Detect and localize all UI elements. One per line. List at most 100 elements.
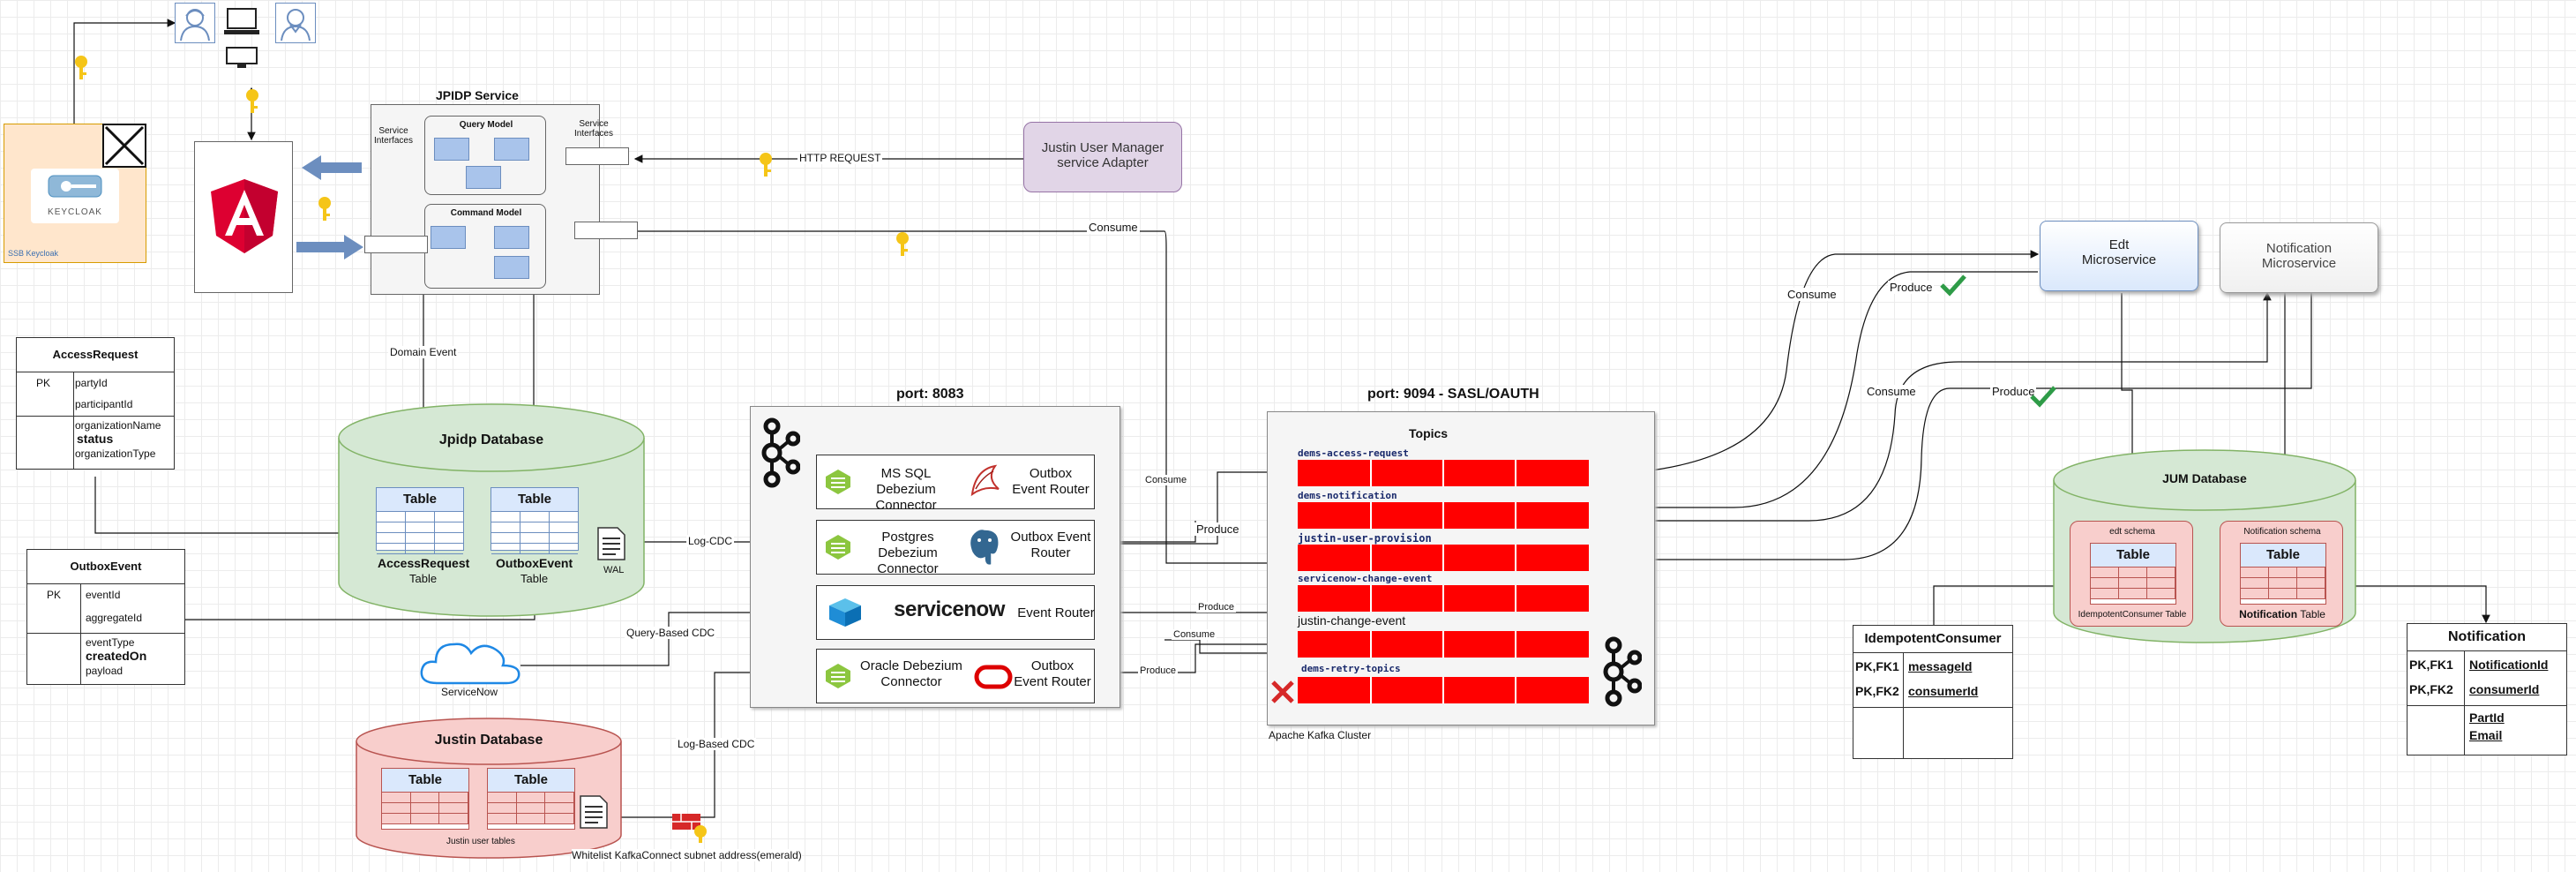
notification-schema: Notification schema Table Notification T… bbox=[2220, 521, 2343, 627]
servicenow-cloud-label: ServiceNow bbox=[441, 686, 498, 698]
adapter-line1: Justin User Manager bbox=[1041, 140, 1164, 155]
log-cdc-label: Log-CDC bbox=[686, 535, 735, 547]
topic-name: justin-user-provision bbox=[1298, 532, 1432, 545]
debezium-icon bbox=[826, 535, 850, 560]
table-head: Table bbox=[488, 769, 574, 793]
entity-title: IdempotentConsumer bbox=[1853, 626, 2012, 653]
mssql-connector-label: MS SQL Debezium Connector bbox=[875, 466, 937, 513]
key-label: PK,FK1 bbox=[2409, 658, 2453, 672]
keycloak-logo-text: KEYCLOAK bbox=[48, 207, 102, 217]
user-icon-admin bbox=[175, 3, 215, 43]
service-interface-port bbox=[565, 147, 629, 165]
justin-db-caption: Justin user tables bbox=[446, 837, 515, 846]
produce-sn-label: Produce bbox=[1196, 602, 1236, 613]
field-eventId: eventId bbox=[86, 589, 121, 601]
notif-line1: Notification bbox=[2265, 241, 2333, 256]
key-icon bbox=[757, 152, 775, 183]
justin-db-title: Justin Database bbox=[434, 733, 543, 748]
topic-bar bbox=[1298, 677, 1589, 703]
topic-name: justin-change-event bbox=[1298, 613, 1406, 628]
mssql-icon bbox=[970, 464, 1000, 497]
field-organizationType: organizationType bbox=[75, 447, 156, 460]
check-icon bbox=[2029, 385, 2057, 412]
kafka-caption: Apache Kafka Cluster bbox=[1269, 729, 1372, 741]
entity-title: OutboxEvent bbox=[27, 550, 184, 584]
kafka-connect-cluster: MS SQL Debezium Connector Outbox Event R… bbox=[750, 406, 1120, 708]
table-head: Table bbox=[377, 488, 463, 512]
model-block bbox=[466, 166, 501, 189]
angular-frontend bbox=[194, 141, 293, 293]
field-status: status bbox=[77, 432, 114, 446]
access-request-entity: AccessRequest PK partyId participantId o… bbox=[16, 337, 175, 470]
edt-schema: edt schema Table IdempotentConsumer Tabl… bbox=[2070, 521, 2193, 627]
table-head: Table bbox=[491, 488, 578, 512]
jpidp-db-title: Jpidp Database bbox=[438, 432, 544, 447]
wal-file-icon bbox=[596, 526, 626, 566]
key-label: PK,FK1 bbox=[1855, 659, 1899, 673]
access-request-table: Table bbox=[376, 487, 464, 554]
oracle-router-label: Outbox Event Router bbox=[1014, 658, 1091, 689]
produce-oracle-label: Produce bbox=[1138, 665, 1178, 676]
servicenow-connector: servicenow Event Router bbox=[816, 585, 1095, 640]
idempotent-table: Table bbox=[2090, 543, 2176, 605]
consume-notif-label: Consume bbox=[1865, 385, 1918, 398]
kafka-icon bbox=[1603, 636, 1642, 707]
justin-database: Justin Database Table Table Justin user … bbox=[355, 717, 623, 860]
edt-line2: Microservice bbox=[2081, 252, 2157, 267]
service-interface-port bbox=[574, 222, 638, 239]
outbox-event-table-sub: Table bbox=[520, 572, 549, 585]
field-participantId: participantId bbox=[75, 398, 133, 410]
angular-icon bbox=[211, 179, 278, 253]
field-messageId: messageId bbox=[1908, 659, 1973, 673]
pk-label: PK bbox=[36, 377, 51, 389]
jpidp-service: Service Interfaces Service Interfaces Qu… bbox=[364, 104, 638, 295]
command-model-label: Command Model bbox=[450, 208, 522, 218]
field-consumerId: consumerId bbox=[2469, 682, 2540, 696]
user-icon-user bbox=[275, 3, 316, 43]
produce-pg-label: Produce bbox=[1194, 522, 1241, 536]
key-icon bbox=[72, 55, 90, 86]
field-partyId: partyId bbox=[75, 377, 108, 389]
mssql-connector: MS SQL Debezium Connector Outbox Event R… bbox=[816, 455, 1095, 513]
postgres-icon bbox=[969, 528, 1000, 567]
topic-name: dems-notification bbox=[1298, 490, 1397, 501]
debezium-icon bbox=[826, 470, 850, 494]
topic-bar bbox=[1298, 631, 1589, 658]
field-aggregateId: aggregateId bbox=[86, 612, 143, 624]
connect-title: port: 8083 bbox=[896, 387, 964, 402]
entity-title: Notification bbox=[2408, 624, 2566, 651]
notif-caption-rest: Table bbox=[2300, 608, 2325, 620]
topic-bar bbox=[1298, 545, 1589, 571]
keycloak-logo: KEYCLOAK bbox=[31, 169, 119, 223]
edt-microservice: Edt Microservice bbox=[2040, 221, 2198, 291]
query-model-label: Query Model bbox=[459, 120, 513, 130]
oracle-connector: Oracle Debezium Connector Outbox Event R… bbox=[816, 649, 1095, 703]
field-createdOn: createdOn bbox=[86, 649, 147, 663]
servicenow-cloud-icon bbox=[418, 635, 524, 693]
justin-table-2: Table bbox=[487, 768, 575, 830]
topic-name: dems-access-request bbox=[1298, 447, 1409, 459]
keycloak-caption: SSB Keycloak bbox=[8, 249, 59, 258]
field-NotificationId: NotificationId bbox=[2469, 658, 2549, 672]
key-label: PK,FK2 bbox=[1855, 684, 1899, 698]
kafka-cluster: Topics dems-access-request dems-notifica… bbox=[1267, 411, 1655, 725]
idempotent-table-caption: IdempotentConsumer Table bbox=[2078, 610, 2187, 620]
jum-db-title: JUM Database bbox=[2162, 471, 2247, 485]
pk-label: PK bbox=[47, 589, 62, 601]
justin-user-manager-adapter: Justin User Manager service Adapter bbox=[1023, 122, 1182, 192]
oracle-connector-label: Oracle Debezium Connector bbox=[860, 658, 962, 689]
service-interfaces-right-label: Service Interfaces bbox=[574, 119, 613, 139]
model-block bbox=[434, 138, 469, 161]
model-block bbox=[494, 226, 529, 249]
service-interfaces-left-label: Service Interfaces bbox=[374, 126, 413, 146]
notif-schema-label: Notification schema bbox=[2243, 527, 2321, 537]
notification-table-caption: Notification Table bbox=[2220, 608, 2344, 620]
firewall-key-icon bbox=[670, 812, 711, 848]
notif-caption-bold: Notification bbox=[2239, 608, 2298, 620]
cube-icon bbox=[829, 598, 861, 627]
jpidp-title: JPIDP Service bbox=[436, 88, 519, 102]
wal-label: WAL bbox=[603, 565, 625, 575]
close-x-icon bbox=[1271, 680, 1294, 703]
produce-edt-label: Produce bbox=[1888, 281, 1935, 294]
model-block bbox=[494, 138, 529, 161]
